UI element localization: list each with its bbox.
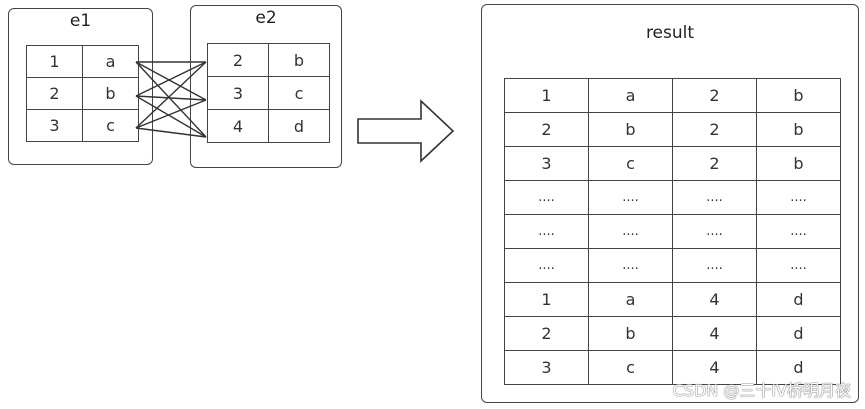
table-cell: ....: [756, 180, 841, 215]
table-cell: b: [82, 77, 139, 110]
table-row: 3 c 4 d: [504, 350, 841, 385]
join-line: [135, 61, 207, 129]
table-row: 1 a 2 b: [504, 78, 841, 113]
table-cell: ....: [588, 180, 673, 215]
e2-table: 2 b 3 c 4 d: [207, 43, 330, 143]
table-row: 2 b: [26, 77, 139, 110]
table-cell: b: [756, 146, 841, 181]
table-row: .... .... .... ....: [504, 214, 841, 249]
table-cell: c: [268, 76, 330, 110]
table-cell: 3: [504, 350, 589, 385]
e2-title: e2: [255, 8, 277, 28]
e1-table: 1 a 2 b 3 c: [26, 45, 139, 142]
table-cell: ....: [672, 248, 757, 283]
table-cell: ....: [588, 248, 673, 283]
table-cell: b: [588, 112, 673, 147]
table-row: 2 b 2 b: [504, 112, 841, 147]
table-cell: 1: [26, 45, 83, 78]
table-cell: 2: [504, 112, 589, 147]
join-line: [135, 99, 207, 129]
table-cell: 2: [672, 78, 757, 113]
table-cell: a: [588, 282, 673, 317]
table-cell: 4: [207, 109, 269, 143]
table-cell: c: [82, 109, 139, 142]
table-cell: 2: [672, 112, 757, 147]
table-cell: d: [756, 282, 841, 317]
watermark-text: CSDN @三十IV桥明月夜: [672, 381, 851, 400]
table-row: 4 d: [207, 109, 330, 143]
table-row: 3 c 2 b: [504, 146, 841, 181]
table-cell: 4: [672, 316, 757, 351]
table-cell: 4: [672, 282, 757, 317]
e1-title: e1: [69, 11, 92, 31]
table-cell: d: [268, 109, 330, 143]
table-cell: 3: [207, 76, 269, 110]
join-line: [135, 95, 207, 101]
result-table: 1 a 2 b 2 b 2 b 3 c 2 b .... .... .... .…: [504, 78, 841, 385]
table-cell: ....: [672, 214, 757, 249]
join-line: [135, 61, 207, 97]
table-row: 2 b 4 d: [504, 316, 841, 351]
table-row: 3 c: [207, 76, 330, 110]
table-cell: 2: [504, 316, 589, 351]
join-line: [135, 61, 207, 138]
table-row: 3 c: [26, 109, 139, 142]
table-cell: 1: [504, 282, 589, 317]
table-cell: b: [268, 43, 330, 77]
e2-table-box: e2 2 b 3 c 4 d: [190, 5, 342, 168]
right-arrow-icon: [357, 99, 455, 163]
table-cell: d: [756, 350, 841, 385]
table-cell: a: [588, 78, 673, 113]
table-row: .... .... .... ....: [504, 180, 841, 215]
table-row: .... .... .... ....: [504, 248, 841, 283]
table-row: 1 a 4 d: [504, 282, 841, 317]
table-cell: ....: [504, 248, 589, 283]
table-cell: ....: [504, 180, 589, 215]
table-cell: b: [588, 316, 673, 351]
e1-table-box: e1 1 a 2 b 3 c: [8, 8, 153, 165]
join-line: [135, 95, 207, 138]
table-cell: 2: [672, 146, 757, 181]
table-cell: 3: [26, 109, 83, 142]
table-cell: ....: [588, 214, 673, 249]
result-title: result: [645, 23, 695, 43]
join-line: [135, 127, 207, 138]
table-cell: ....: [672, 180, 757, 215]
join-line: [135, 61, 207, 101]
table-cell: ....: [756, 214, 841, 249]
table-cell: 1: [504, 78, 589, 113]
table-cell: 4: [672, 350, 757, 385]
table-cell: c: [588, 146, 673, 181]
table-cell: ....: [756, 248, 841, 283]
table-cell: c: [588, 350, 673, 385]
table-cell: 3: [504, 146, 589, 181]
table-cell: b: [756, 78, 841, 113]
table-cell: b: [756, 112, 841, 147]
table-cell: ....: [504, 214, 589, 249]
result-table-box: result 1 a 2 b 2 b 2 b 3 c 2 b .... ....…: [481, 4, 859, 403]
table-cell: d: [756, 316, 841, 351]
